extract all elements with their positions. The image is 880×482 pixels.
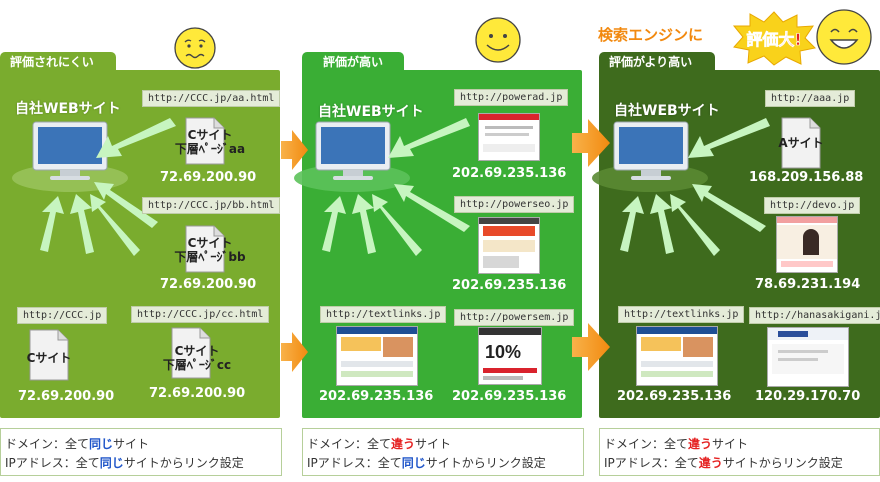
- thumbnail-percent: 10%: [485, 342, 522, 362]
- site-thumbnail: 10%: [478, 327, 542, 385]
- url-label: http://powerseo.jp: [454, 196, 575, 213]
- ip-address: 202.69.235.136: [319, 389, 434, 404]
- link-arrows-panel-3: [620, 118, 770, 256]
- monitor-icon-2: [294, 121, 410, 192]
- note-ip: IPアドレス：全て違うサイトからリンク設定: [604, 456, 843, 470]
- doc-label-line: Cサイト: [187, 236, 233, 250]
- transition-arrow-icon: [572, 323, 610, 371]
- url-label: http://devo.jp: [764, 197, 861, 214]
- site-thumbnail: [478, 217, 540, 274]
- ip-address: 72.69.200.90: [160, 277, 257, 292]
- transition-arrow-icon: [281, 130, 308, 170]
- note-domain: ドメイン：全て同じサイト: [5, 437, 150, 451]
- doc-label-line: Cサイト: [187, 128, 233, 142]
- note-ip: IPアドレス：全て同じサイトからリンク設定: [5, 456, 244, 470]
- doc-label-line: 下層ﾍﾟｰｼﾞcc: [162, 358, 232, 372]
- burst-text: 評価大!: [746, 30, 801, 49]
- smile-face-icon: [475, 17, 521, 63]
- doc-label: Cサイト 下層ﾍﾟｰｼﾞaa: [160, 128, 260, 156]
- worried-face-icon: [174, 27, 216, 69]
- doc-label: Cサイト 下層ﾍﾟｰｼﾞcc: [142, 344, 252, 372]
- url-label: http://CCC.jp/cc.html: [131, 306, 270, 323]
- own-site-label: 自社WEBサイト: [614, 103, 720, 119]
- url-label: http://textlinks.jp: [320, 306, 447, 323]
- doc-label: Cサイト 下層ﾍﾟｰｼﾞbb: [160, 236, 260, 264]
- own-site-label: 自社WEBサイト: [318, 104, 424, 120]
- link-arrows-panel-2: [322, 118, 470, 256]
- doc-label: Cサイト: [26, 351, 72, 365]
- panel-1-tab: 評価されにくい: [0, 52, 116, 72]
- ip-address: 120.29.170.70: [755, 389, 861, 404]
- doc-label-line: 下層ﾍﾟｰｼﾞaa: [174, 142, 246, 156]
- own-site-label: 自社WEBサイト: [15, 101, 121, 117]
- site-thumbnail: [636, 326, 718, 386]
- note-box-2: ドメイン：全て違うサイト IPアドレス：全て同じサイトからリンク設定: [302, 428, 584, 476]
- ip-address: 72.69.200.90: [149, 386, 246, 401]
- note-domain: ドメイン：全て違うサイト: [604, 437, 749, 451]
- transition-arrow-icon: [281, 332, 308, 372]
- monitor-icon-3: [592, 121, 708, 192]
- note-domain: ドメイン：全て違うサイト: [307, 437, 452, 451]
- url-label: http://CCC.jp/bb.html: [142, 197, 281, 214]
- document-icon: [185, 225, 225, 273]
- site-thumbnail: [776, 216, 838, 273]
- monitor-icon-1: [12, 121, 128, 192]
- url-label: http://hanasakigani.jp: [749, 307, 880, 324]
- document-icon: [781, 117, 821, 169]
- ip-address: 202.69.235.136: [617, 389, 732, 404]
- note-box-3: ドメイン：全て違うサイト IPアドレス：全て違うサイトからリンク設定: [599, 428, 880, 476]
- url-label: http://powersem.jp: [454, 309, 575, 326]
- doc-label: Aサイト: [778, 136, 824, 150]
- ip-address: 72.69.200.90: [18, 389, 115, 404]
- ip-address: 202.69.235.136: [452, 166, 567, 181]
- transition-arrow-icon: [572, 119, 610, 167]
- document-icon: [185, 117, 225, 165]
- laughing-face-icon: [816, 9, 872, 65]
- url-label: http://CCC.jp: [17, 307, 108, 324]
- note-ip: IPアドレス：全て同じサイトからリンク設定: [307, 456, 546, 470]
- panel-2-tab: 評価が高い: [302, 52, 404, 72]
- site-thumbnail: [478, 113, 540, 161]
- ip-address: 78.69.231.194: [755, 277, 861, 292]
- url-label: http://CCC.jp/aa.html: [142, 90, 281, 107]
- ip-address: 72.69.200.90: [160, 170, 257, 185]
- ip-address: 202.69.235.136: [452, 389, 567, 404]
- note-box-1: ドメイン：全て同じサイト IPアドレス：全て同じサイトからリンク設定: [0, 428, 282, 476]
- url-label: http://textlinks.jp: [618, 306, 745, 323]
- url-label: http://aaa.jp: [765, 90, 856, 107]
- document-icon: [29, 329, 69, 381]
- url-label: http://powerad.jp: [454, 89, 569, 106]
- doc-label-line: Cサイト: [174, 344, 220, 358]
- site-thumbnail: [767, 327, 849, 387]
- ip-address: 202.69.235.136: [452, 278, 567, 293]
- link-arrows-panel-1: [40, 118, 176, 256]
- ip-address: 168.209.156.88: [749, 170, 864, 185]
- search-engine-callout: 検索エンジンに: [598, 26, 704, 44]
- document-icon: [171, 327, 211, 379]
- panel-3-tab: 評価がより高い: [599, 52, 715, 72]
- high-rating-burst: 評価大!: [732, 11, 817, 66]
- site-thumbnail: [336, 326, 418, 386]
- doc-label-line: 下層ﾍﾟｰｼﾞbb: [174, 250, 246, 264]
